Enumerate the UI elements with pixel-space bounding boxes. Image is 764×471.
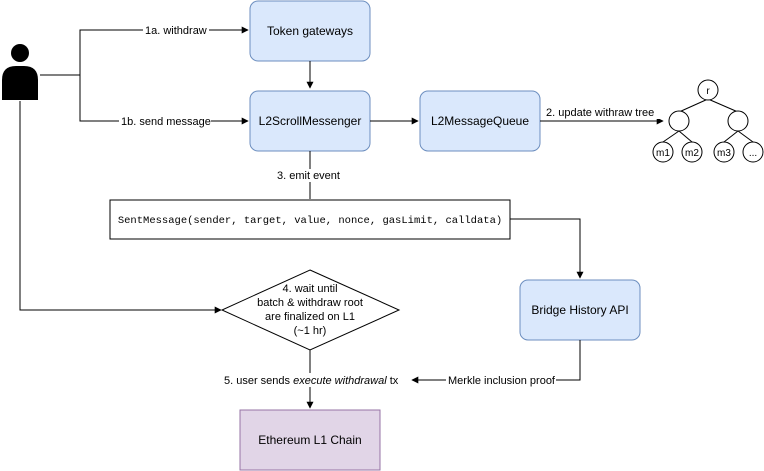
l2-scroll-messenger-box: L2ScrollMessenger: [249, 90, 371, 152]
tree-leaf-label: m2: [685, 148, 699, 159]
bridge-history-api-box: Bridge History API: [519, 279, 641, 341]
event-to-api-arrow: [510, 218, 584, 279]
withdraw-label: 1a. withdraw: [145, 25, 207, 37]
tree-leaf-label: m3: [717, 148, 731, 159]
wait-decision-line: (~1 hr): [294, 325, 327, 337]
tree-inner-node-right: [727, 110, 749, 132]
tree-root-label: r: [706, 86, 710, 97]
user-sends-label: 5. user sends execute withdrawal tx: [224, 375, 399, 387]
token-gateways-box: Token gateways: [249, 0, 371, 62]
emit-event-label: 3. emit event: [277, 170, 340, 182]
tree-inner-node-left: [668, 110, 690, 132]
wait-decision-diamond: 4. wait until batch & withdraw root are …: [220, 269, 401, 351]
l2-message-queue-box: L2MessageQueue: [419, 90, 541, 152]
merkle-tree: [652, 79, 764, 163]
token-gateways-label: Token gateways: [267, 24, 353, 38]
user-icon: [2, 44, 38, 100]
tree-leaf-m3: [713, 141, 735, 163]
ethereum-l1-chain-box: Ethereum L1 Chain: [239, 409, 381, 471]
tree-leaf-more: [742, 141, 764, 163]
update-tree-label: 2. update withraw tree: [546, 107, 654, 119]
merkle-proof-label: Merkle inclusion proof: [448, 375, 556, 387]
tree-leaf-m2: [681, 141, 703, 163]
wait-decision-line: 4. wait until: [282, 283, 337, 295]
tree-leaf-label: m1: [656, 148, 670, 159]
wait-decision-line: batch & withdraw root: [257, 297, 363, 309]
tree-leaf-label: ...: [749, 148, 757, 159]
sent-message-box: SentMessage(sender, target, value, nonce…: [109, 199, 511, 240]
tree-leaf-m1: [652, 141, 674, 163]
l2-message-queue-label: L2MessageQueue: [431, 114, 529, 128]
wait-decision-line: are finalized on L1: [265, 311, 355, 323]
send-message-label: 1b. send message: [121, 116, 211, 128]
bridge-history-api-label: Bridge History API: [531, 303, 628, 317]
ethereum-l1-chain-label: Ethereum L1 Chain: [258, 433, 361, 447]
tree-root-node: [697, 79, 719, 101]
user-connectors: [19, 26, 249, 314]
l2-scroll-messenger-label: L2ScrollMessenger: [259, 114, 362, 128]
sent-message-label: SentMessage(sender, target, value, nonce…: [118, 215, 502, 227]
